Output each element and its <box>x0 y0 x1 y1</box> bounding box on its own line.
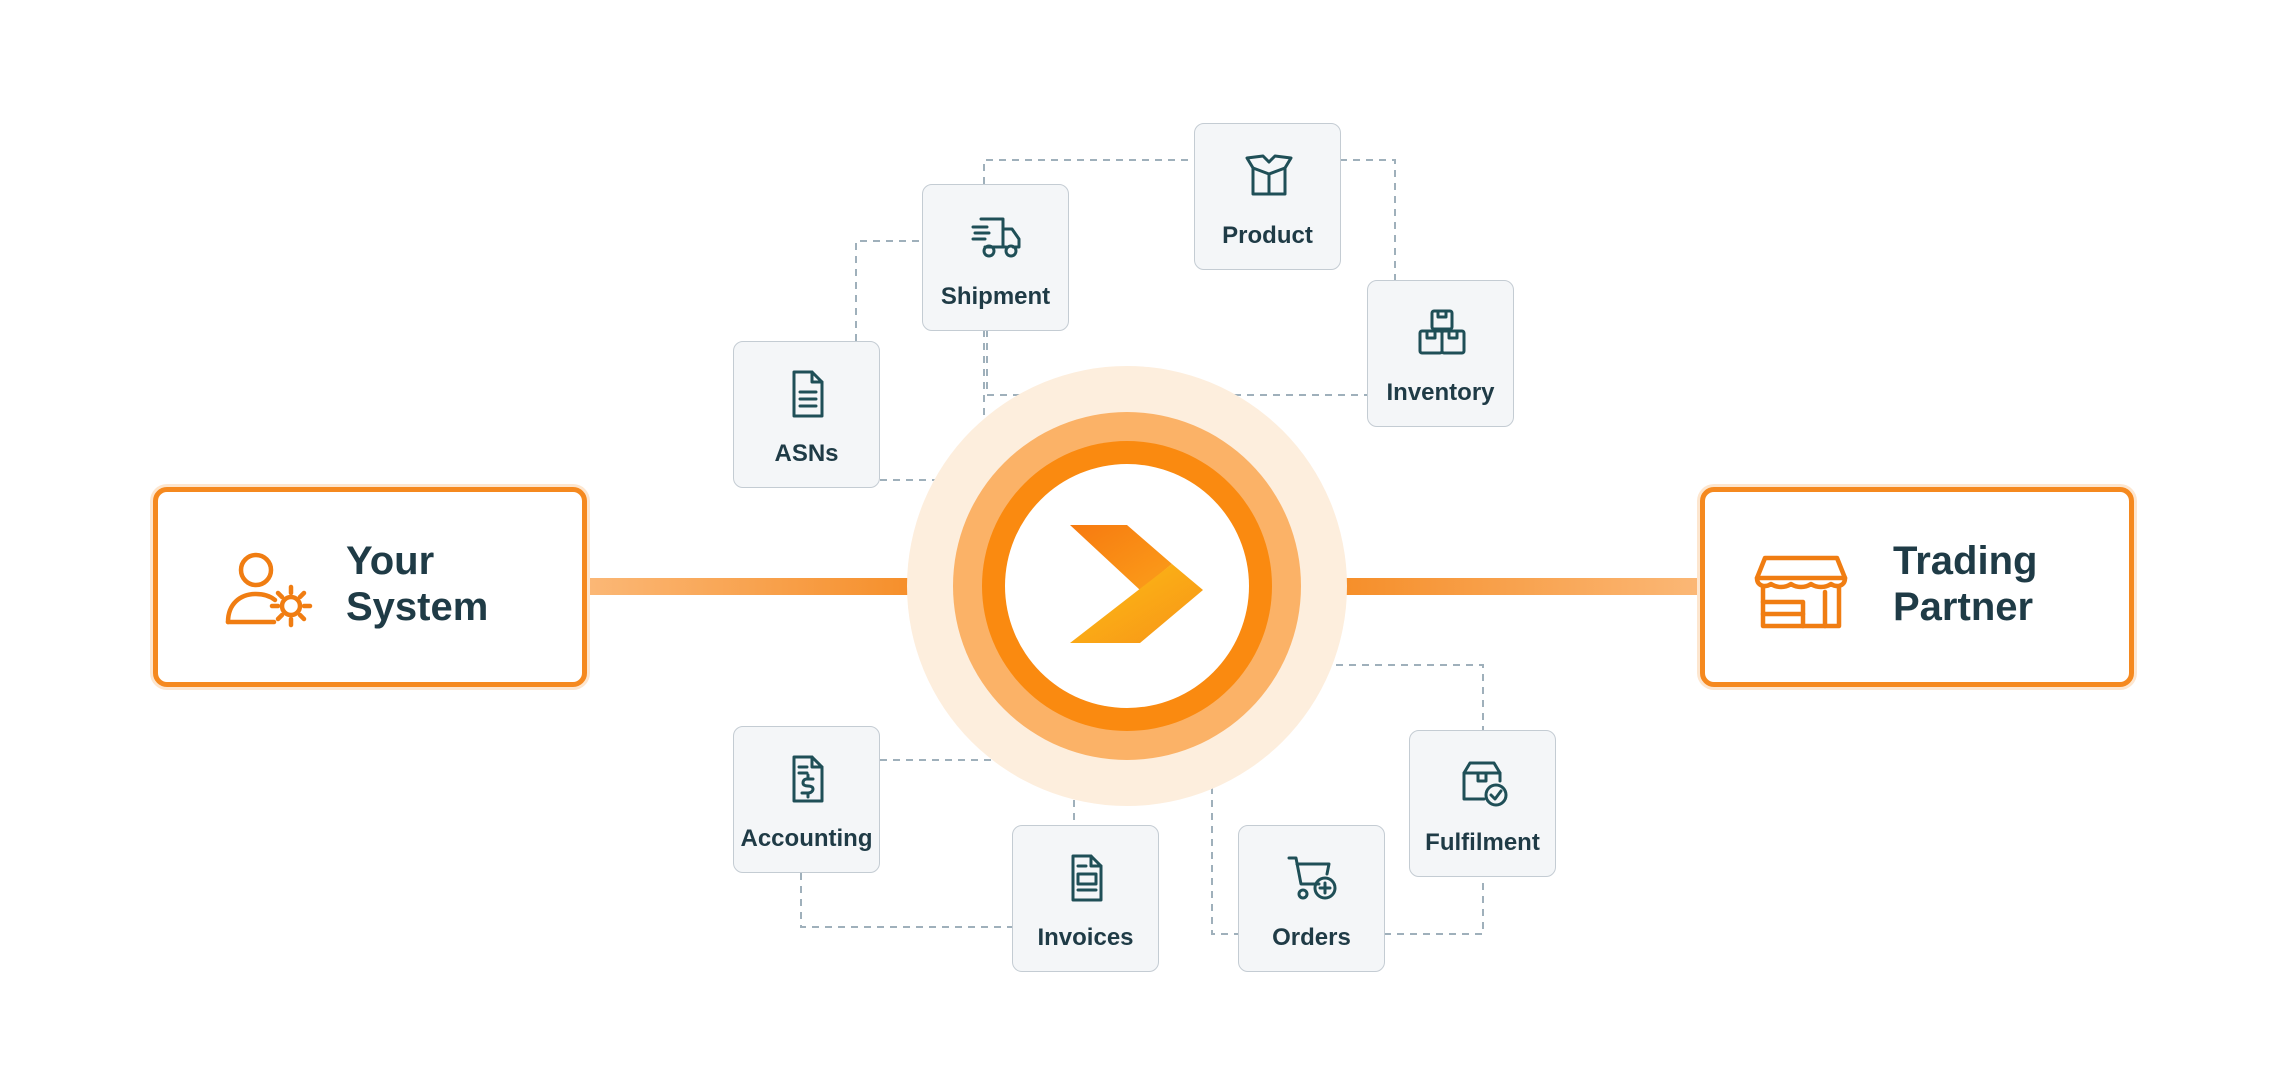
your-system-title-line2: System <box>346 585 489 629</box>
connector-shipment-product <box>983 159 1194 184</box>
connector-hub-inventory <box>986 330 1367 396</box>
connector-hub-fulfilment <box>1297 664 1484 730</box>
document-icon <box>792 370 824 418</box>
connector-accounting-invoices <box>880 759 1075 825</box>
node-shipment: Shipment <box>922 184 1069 331</box>
delivery-truck-icon <box>971 217 1021 258</box>
user-gear-icon <box>225 552 313 628</box>
dollar-document-icon <box>792 755 824 803</box>
box-check-icon <box>1462 761 1508 807</box>
open-box-icon <box>1245 154 1293 196</box>
your-system-title: Your System <box>346 538 488 630</box>
connector-hub-orders <box>1211 735 1238 935</box>
line-left <box>585 578 960 595</box>
trading-partner-title: Trading Partner <box>1893 538 2037 630</box>
node-fulfilment-label: Fulfilment <box>1425 829 1540 856</box>
node-orders: Orders <box>1238 825 1385 972</box>
connector-orders-fulfilment <box>1384 877 1484 935</box>
node-shipment-label: Shipment <box>940 283 1051 310</box>
node-asns-label: ASNs <box>774 440 839 467</box>
storefront-icon <box>1754 555 1848 629</box>
hub-inner <box>1005 464 1249 708</box>
node-accounting: Accounting <box>733 726 880 873</box>
node-orders-label: Orders <box>1272 924 1351 951</box>
node-invoices-label: Invoices <box>1037 924 1134 951</box>
node-asns: ASNs <box>733 341 880 488</box>
chevron-logo-icon <box>1070 525 1203 643</box>
node-product: Product <box>1194 123 1341 270</box>
your-system-box: Your System <box>153 487 587 687</box>
your-system-title-line1: Your <box>346 539 435 583</box>
connector-product-inventory <box>1340 159 1396 280</box>
line-right <box>1295 578 1703 595</box>
node-fulfilment: Fulfilment <box>1409 730 1556 877</box>
trading-partner-title-line2: Partner <box>1893 585 2034 629</box>
node-invoices: Invoices <box>1012 825 1159 972</box>
cart-plus-icon <box>1287 856 1337 900</box>
node-product-label: Product <box>1222 222 1313 249</box>
trading-partner-box: Trading Partner <box>1700 487 2134 687</box>
trading-partner-title-line1: Trading <box>1893 539 2038 583</box>
connector-accounting-bottom <box>800 873 1012 928</box>
node-inventory: Inventory <box>1367 280 1514 427</box>
invoice-icon <box>1071 854 1103 902</box>
node-accounting-label: Accounting <box>740 825 873 852</box>
node-inventory-label: Inventory <box>1386 379 1495 406</box>
stacked-boxes-icon <box>1418 309 1466 355</box>
hub <box>907 366 1347 806</box>
connector-asns-shipment <box>855 240 922 341</box>
